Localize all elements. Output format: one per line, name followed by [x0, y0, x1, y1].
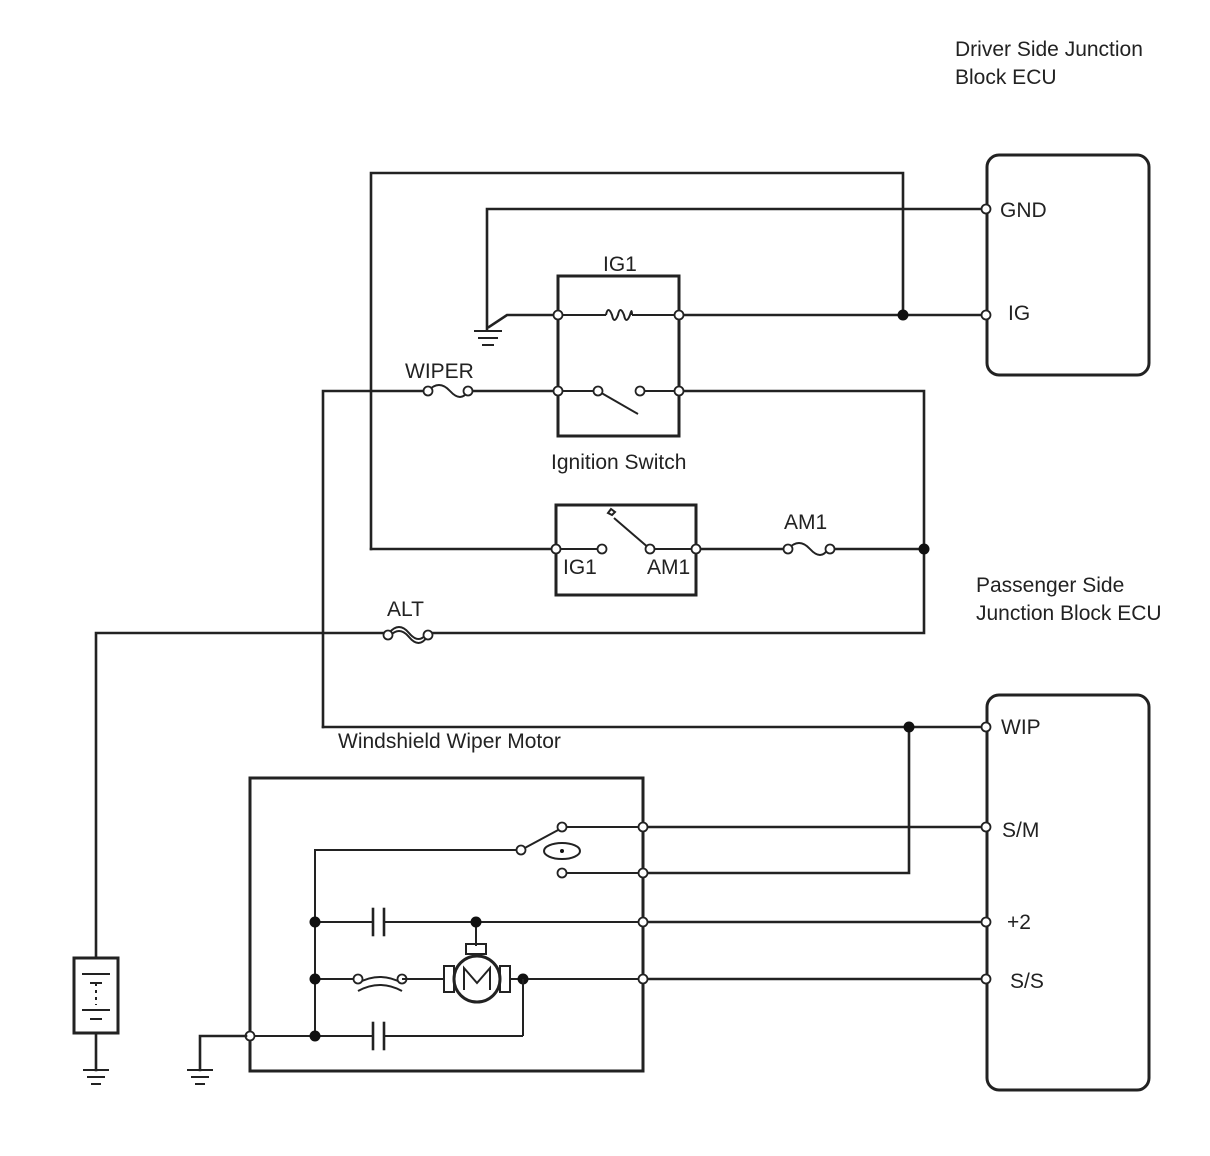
- ignition-switch-terminal: [690, 543, 702, 555]
- pin-wip-terminal: [980, 721, 992, 733]
- junction-dot: [309, 973, 321, 985]
- fuse-am1-label: AM1: [784, 511, 827, 534]
- cam-switch-blade-icon: [520, 828, 561, 851]
- driver-ecu-title-line2: Block ECU: [955, 66, 1057, 89]
- passenger-ecu-box: [985, 693, 1151, 1092]
- wire-gnd: [485, 207, 988, 332]
- fuse-wiper-label: WIPER: [405, 360, 474, 383]
- upper-wiring: [94, 171, 988, 960]
- passenger-side-junction-block-ecu: Passenger Side Junction Block ECU WIP S/…: [976, 574, 1162, 1092]
- pin-ig-label: IG: [1008, 302, 1030, 325]
- wire-ig1-loop: [369, 171, 905, 551]
- fuse-terminal: [782, 543, 794, 555]
- passenger-ecu-title-line2: Junction Block ECU: [976, 602, 1162, 625]
- fuse-terminal: [382, 629, 394, 641]
- ignition-contact-terminal: [596, 543, 608, 555]
- lower-wiring: [321, 721, 992, 985]
- ground-icon-relay: [474, 330, 502, 346]
- fuse-wiper: WIPER: [405, 360, 474, 398]
- ignition-contact-am1-label: AM1: [647, 556, 690, 579]
- relay-coil-icon: [605, 309, 633, 321]
- relay-switch-blade-icon: [597, 390, 639, 415]
- ignition-switch-terminal: [550, 543, 562, 555]
- passenger-ecu-title-line1: Passenger Side: [976, 574, 1124, 597]
- driver-side-junction-block-ecu: Driver Side Junction Block ECU GND IG: [955, 38, 1151, 377]
- fuse-alt: ALT: [382, 598, 434, 644]
- pin-gnd-label: GND: [1000, 199, 1047, 222]
- circuit-breaker-icon: [357, 976, 403, 984]
- ig1-relay: IG1 Ignition Switch: [551, 253, 686, 474]
- pin-sm-terminal: [980, 821, 992, 833]
- motor-connector-terminal: [637, 867, 649, 879]
- motor-icon: [452, 954, 502, 1004]
- pin-ss-terminal: [980, 973, 992, 985]
- motor-connector-terminal: [637, 973, 649, 985]
- battery-icon: [72, 956, 120, 1085]
- junction-dot: [470, 916, 482, 928]
- fuse-alt-icon-double: [388, 630, 428, 644]
- relay-terminal: [552, 309, 564, 321]
- fuse-am1: AM1: [782, 511, 836, 556]
- junction-dot: [897, 309, 909, 321]
- relay-contact-terminal: [634, 385, 646, 397]
- wiper-motor-box: [248, 776, 645, 1073]
- relay-terminal: [673, 309, 685, 321]
- motor-connector-terminal: [637, 821, 649, 833]
- relay-contact-terminal: [592, 385, 604, 397]
- motor-m-symbol: [463, 965, 491, 990]
- cam-switch-common-wire: [314, 849, 521, 1036]
- ig1-relay-box: [556, 274, 681, 438]
- fuse-terminal: [462, 385, 474, 397]
- fuse-terminal: [422, 385, 434, 397]
- pin-sm-label: S/M: [1002, 819, 1039, 842]
- breaker-terminal: [352, 973, 364, 985]
- ignition-key-blade-icon: [613, 517, 651, 550]
- ignition-switch-label: Ignition Switch: [551, 451, 686, 474]
- cam-icon: [543, 842, 581, 860]
- windshield-wiper-motor: Windshield Wiper Motor: [244, 730, 649, 1073]
- pin-ss-label: S/S: [1010, 970, 1044, 993]
- driver-ecu-box: [985, 153, 1151, 377]
- junction-dot: [903, 721, 915, 733]
- pin-wip-label: WIP: [1001, 716, 1041, 739]
- wire-alt-battery: [94, 631, 388, 960]
- wire-wip-return: [641, 725, 911, 875]
- junction-dot: [309, 1030, 321, 1042]
- cam-switch-terminal: [556, 821, 568, 833]
- battery-box: [72, 956, 120, 1035]
- ig1-relay-label: IG1: [603, 253, 637, 276]
- pin-ig-terminal: [980, 309, 992, 321]
- junction-dot: [309, 916, 321, 928]
- ignition-contact-ig1-label: IG1: [563, 556, 597, 579]
- motor-ground-wire: [198, 1034, 248, 1072]
- cam-center: [560, 849, 564, 853]
- ground-icon-motor: [187, 1034, 248, 1085]
- brush-icon: [465, 943, 487, 955]
- relay-terminal: [552, 385, 564, 397]
- fuse-am1-icon: [787, 542, 829, 556]
- wiper-motor-label: Windshield Wiper Motor: [338, 730, 561, 753]
- fuse-alt-label: ALT: [387, 598, 424, 621]
- cam-switch-terminal: [515, 844, 527, 856]
- pin-gnd-terminal: [980, 203, 992, 215]
- driver-ecu-title-line1: Driver Side Junction: [955, 38, 1143, 61]
- relay-terminal: [673, 385, 685, 397]
- wire-am1-feed: [428, 389, 926, 635]
- wire-wiper-left: [321, 389, 426, 729]
- motor-connector-terminal: [637, 916, 649, 928]
- ignition-switch: IG1 AM1: [550, 503, 702, 597]
- fuse-terminal: [824, 543, 836, 555]
- junction-dot: [918, 543, 930, 555]
- pin-plus2-terminal: [980, 916, 992, 928]
- pin-plus2-label: +2: [1007, 911, 1031, 934]
- circuit-breaker-arc: [357, 984, 403, 992]
- wire-relay-ground: [487, 313, 560, 329]
- fuse-terminal: [422, 629, 434, 641]
- ignition-contact-terminal: [644, 543, 656, 555]
- cam-switch-terminal: [556, 867, 568, 879]
- fuse-wiper-icon: [427, 384, 469, 398]
- fuse-alt-icon: [388, 626, 428, 640]
- ignition-key-tip-icon: [606, 507, 617, 517]
